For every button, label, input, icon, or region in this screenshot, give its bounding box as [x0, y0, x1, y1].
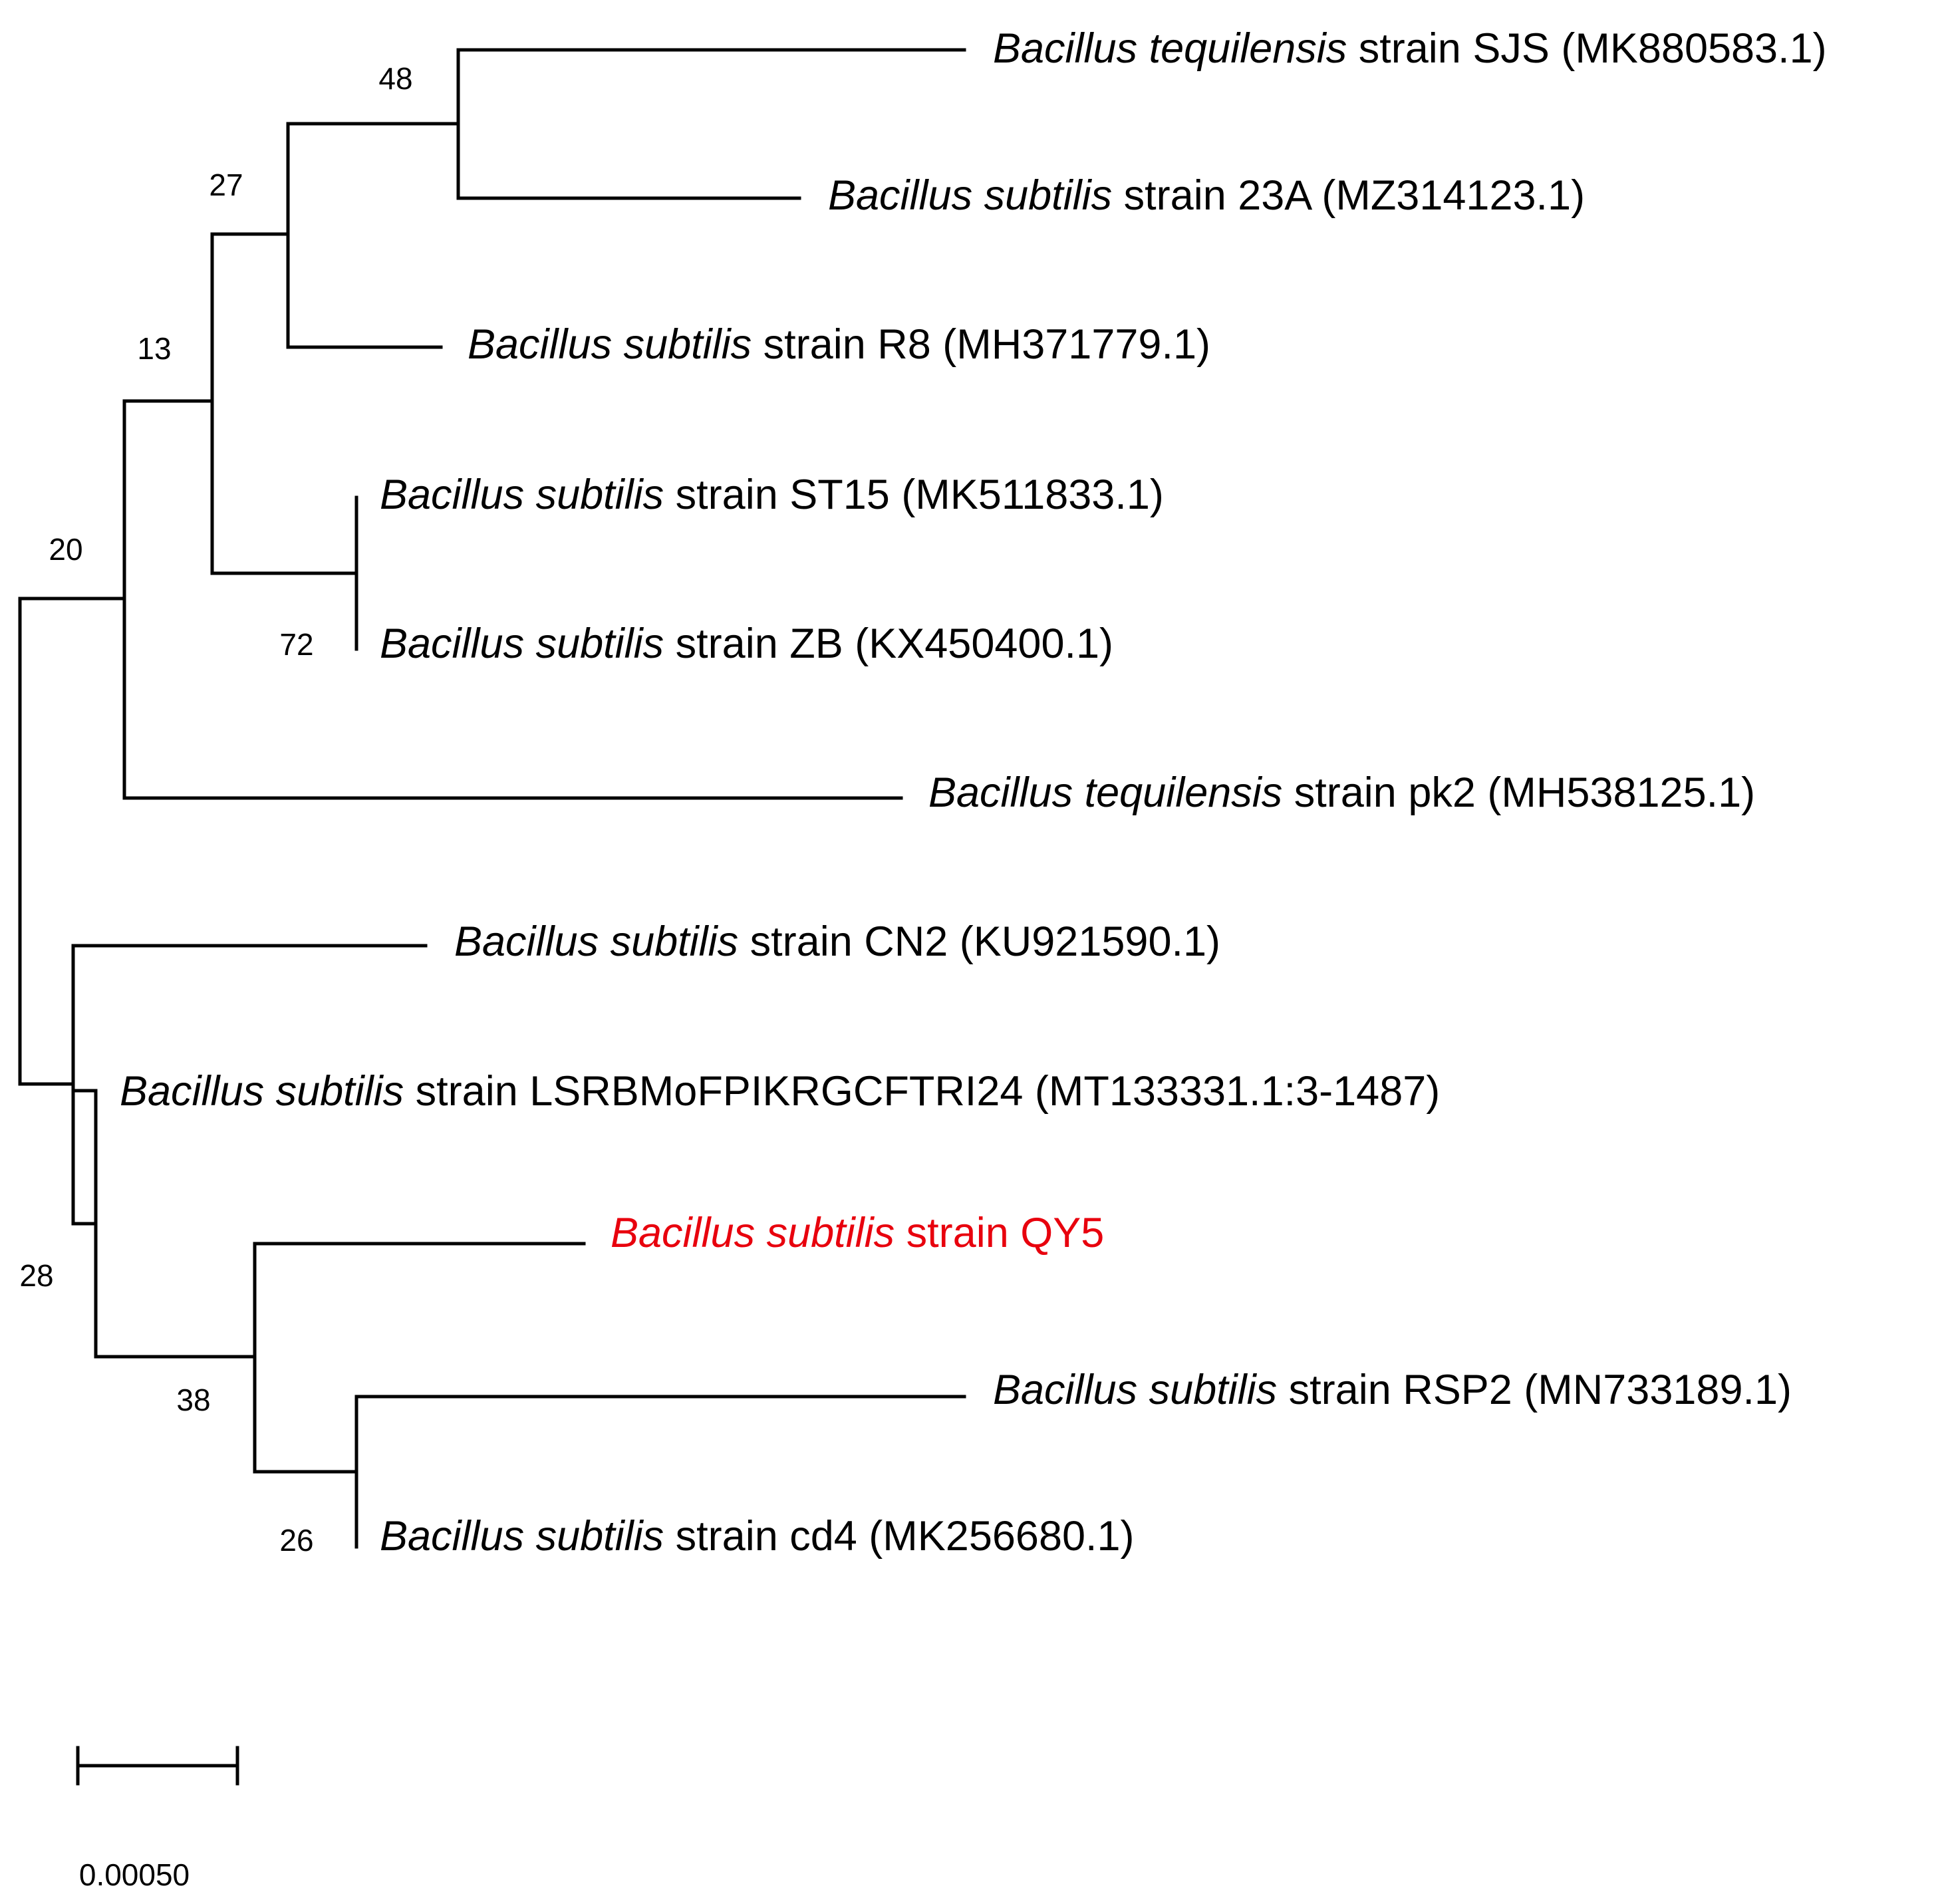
taxon-species: Bacillus subtilis: [120, 1068, 404, 1115]
bootstrap-value: 72: [279, 627, 313, 662]
taxon-strain: strain SJS (MK880583.1): [1347, 25, 1826, 72]
taxon-label-r8: Bacillus subtilis strain R8 (MH371779.1): [468, 321, 1210, 368]
taxon-species: Bacillus subtilis: [454, 918, 738, 965]
taxon-species: Bacillus subtilis: [380, 620, 664, 667]
bootstrap-value: 13: [137, 331, 171, 366]
taxon-label-zb: Bacillus subtilis strain ZB (KX450400.1): [380, 620, 1113, 667]
taxon-strain: strain R8 (MH371779.1): [752, 321, 1210, 368]
taxon-strain: strain 23A (MZ314123.1): [1112, 172, 1585, 219]
bootstrap-value: 28: [19, 1258, 53, 1293]
scale-bar-label: 0.00050: [79, 1857, 190, 1892]
taxon-label-23a: Bacillus subtilis strain 23A (MZ314123.1…: [828, 172, 1585, 219]
taxon-strain: strain QY5: [895, 1210, 1104, 1256]
taxon-species: Bacillus subtilis: [380, 472, 664, 518]
taxon-strain: strain pk2 (MH538125.1): [1282, 769, 1755, 816]
bootstrap-value: 38: [176, 1383, 210, 1417]
bootstrap-value: 26: [279, 1523, 313, 1558]
taxon-strain: strain cd4 (MK256680.1): [664, 1513, 1134, 1560]
scale-bar: 0.00050: [76, 1746, 239, 1892]
taxon-label-qy5: Bacillus subtilis strain QY5: [611, 1210, 1104, 1256]
taxon-species: Bacillus subtilis: [993, 1367, 1277, 1413]
bootstrap-value: 27: [209, 168, 243, 202]
taxon-strain: strain ST15 (MK511833.1): [664, 472, 1164, 518]
taxon-label-rsp2: Bacillus subtilis strain RSP2 (MN733189.…: [993, 1367, 1792, 1413]
bootstrap-values: 48 27 13 72 20 28 38 26: [19, 61, 412, 1558]
taxon-strain: strain RSP2 (MN733189.1): [1277, 1367, 1792, 1413]
taxon-species: Bacillus tequilensis: [993, 25, 1347, 72]
bootstrap-value: 20: [49, 532, 82, 567]
taxon-strain: strain CN2 (KU921590.1): [738, 918, 1220, 965]
taxon-label-sjs: Bacillus tequilensis strain SJS (MK88058…: [993, 25, 1827, 72]
taxon-species: Bacillus subtilis: [828, 172, 1112, 219]
taxon-label-pk2: Bacillus tequilensis strain pk2 (MH53812…: [928, 769, 1755, 816]
bootstrap-value: 48: [378, 61, 412, 96]
taxon-label-cn2: Bacillus subtilis strain CN2 (KU921590.1…: [454, 918, 1220, 965]
taxon-species: Bacillus subtilis: [468, 321, 752, 368]
taxon-labels: Bacillus tequilensis strain SJS (MK88058…: [120, 25, 1827, 1560]
taxon-strain: strain LSRBMoFPIKRGCFTRI24 (MT133331.1:3…: [404, 1068, 1440, 1115]
taxon-label-st15: Bacillus subtilis strain ST15 (MK511833.…: [380, 472, 1164, 518]
taxon-label-lsrbmofpikrgcftri24: Bacillus subtilis strain LSRBMoFPIKRGCFT…: [120, 1068, 1440, 1115]
taxon-species: Bacillus subtilis: [380, 1513, 664, 1560]
taxon-species: Bacillus tequilensis: [928, 769, 1282, 816]
tree-branches: [18, 48, 966, 1549]
taxon-species: Bacillus subtilis: [611, 1210, 895, 1256]
taxon-label-cd4: Bacillus subtilis strain cd4 (MK256680.1…: [380, 1513, 1135, 1560]
taxon-strain: strain ZB (KX450400.1): [664, 620, 1113, 667]
